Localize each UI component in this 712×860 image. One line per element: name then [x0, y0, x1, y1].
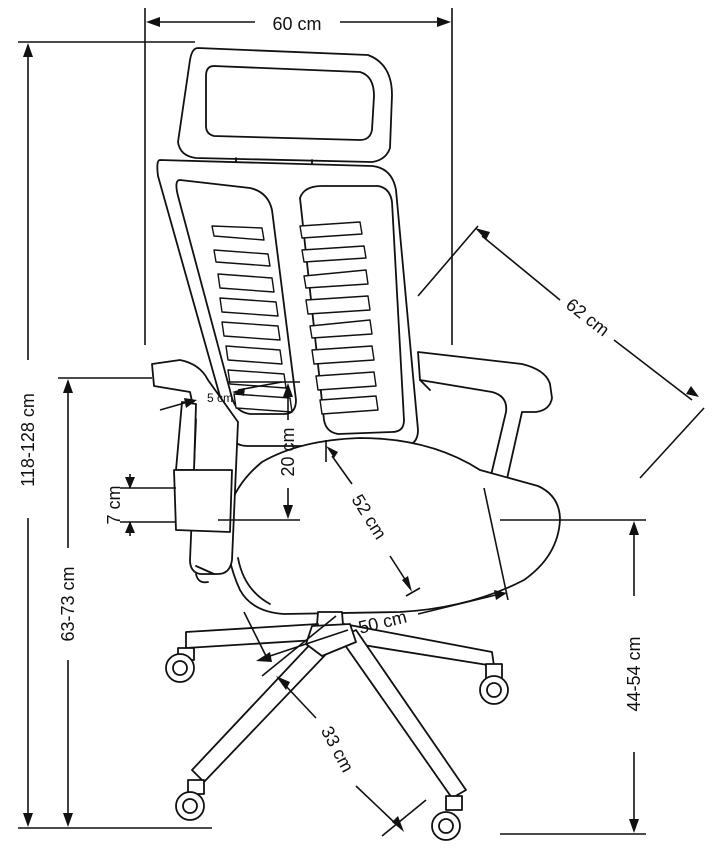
headrest — [177, 47, 393, 169]
label-backrest-gap: 20 cm — [278, 427, 298, 476]
label-armrest-pad-width: 5 cm — [207, 391, 233, 405]
caster-front-left — [175, 779, 205, 821]
label-base-leg: 33 cm — [317, 723, 358, 776]
dimension-seat-height — [500, 519, 646, 835]
dimension-base-leg — [261, 615, 427, 837]
dimension-depth-diagonal — [417, 225, 705, 479]
star-base — [185, 623, 495, 799]
label-armrest-height: 63-73 cm — [58, 566, 78, 641]
chair-illustration — [151, 47, 561, 841]
caster-back-right — [479, 663, 509, 705]
backrest-slats-right — [299, 221, 379, 415]
label-armrest-pad-height: 7 cm — [104, 485, 124, 524]
dimension-armrest-pad-width — [159, 381, 283, 411]
label-total-height: 118-128 cm — [18, 393, 38, 487]
dimension-backrest-gap — [218, 381, 300, 521]
label-width-top: 60 cm — [272, 14, 321, 34]
dimension-armrest-pad-height — [120, 474, 176, 536]
caster-back-left — [165, 647, 195, 683]
dimension-base-width — [243, 487, 509, 662]
right-armrest — [417, 351, 553, 493]
dimension-width-top — [144, 8, 453, 345]
label-depth-diagonal: 62 cm — [562, 294, 613, 340]
caster-front-right — [431, 795, 463, 841]
dimension-total-height — [18, 41, 212, 829]
backrest-slats-left — [211, 225, 293, 413]
label-seat-height: 44-54 cm — [624, 636, 644, 711]
dimension-armrest-height — [58, 377, 152, 827]
dimension-seat-depth — [325, 440, 421, 597]
